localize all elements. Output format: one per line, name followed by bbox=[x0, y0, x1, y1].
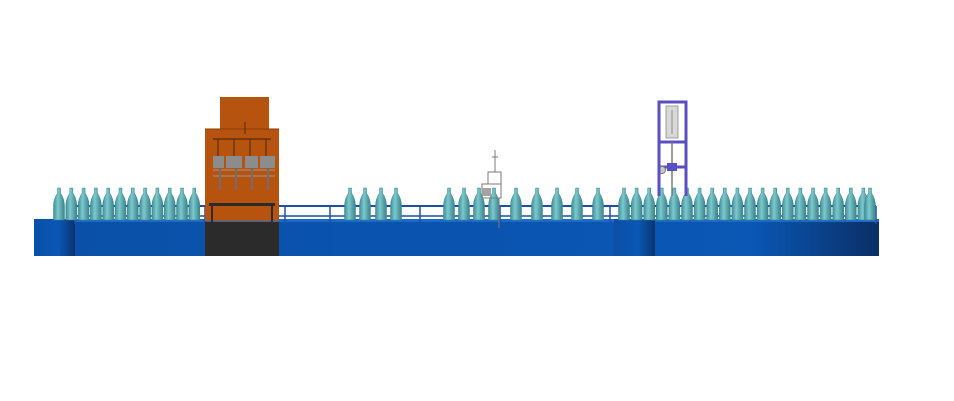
bottle bbox=[769, 187, 781, 221]
bottle bbox=[782, 187, 794, 221]
bottle bbox=[344, 187, 356, 221]
bottle bbox=[681, 187, 693, 221]
bottle bbox=[390, 187, 402, 221]
bottle bbox=[618, 187, 630, 221]
conveyor-belt bbox=[34, 219, 879, 256]
bottle bbox=[188, 187, 201, 221]
filler-valves bbox=[213, 139, 275, 190]
bottle bbox=[163, 187, 176, 221]
bottle bbox=[458, 187, 470, 221]
bottle bbox=[114, 187, 127, 221]
filling-machine bbox=[205, 97, 279, 256]
bottle bbox=[139, 187, 151, 221]
bottle bbox=[592, 187, 604, 221]
bottle bbox=[176, 187, 188, 221]
bottle bbox=[90, 187, 102, 221]
bottle bbox=[807, 187, 819, 221]
bottle bbox=[571, 187, 583, 221]
bottle bbox=[531, 187, 543, 221]
conveyor-top-edge bbox=[34, 219, 879, 222]
inspection-sensor bbox=[481, 150, 502, 228]
bottle bbox=[668, 187, 681, 221]
bottle bbox=[443, 187, 455, 221]
bottle bbox=[65, 187, 78, 221]
bottle bbox=[794, 187, 807, 221]
bottle bbox=[510, 187, 522, 221]
left-roller bbox=[34, 219, 75, 256]
capping-machine bbox=[657, 100, 688, 196]
bottle bbox=[731, 187, 744, 221]
bottle bbox=[719, 187, 731, 221]
bottle bbox=[864, 187, 876, 221]
bottle bbox=[706, 187, 718, 221]
bottle bbox=[551, 187, 563, 221]
bottle bbox=[819, 187, 832, 221]
bottle bbox=[102, 187, 114, 221]
bottle bbox=[77, 187, 90, 221]
bottle bbox=[756, 187, 769, 221]
bottle bbox=[127, 187, 139, 221]
bottle bbox=[151, 187, 164, 221]
bottle bbox=[845, 187, 857, 221]
bottle-row bbox=[53, 187, 876, 221]
bottle bbox=[375, 187, 387, 221]
bottle bbox=[832, 187, 844, 221]
bottle bbox=[643, 187, 655, 221]
bottle bbox=[630, 187, 643, 221]
filler-base bbox=[205, 222, 279, 256]
middle-roller bbox=[614, 219, 655, 256]
bottle bbox=[693, 187, 706, 221]
bottle bbox=[744, 187, 756, 221]
conveyor bbox=[34, 219, 879, 256]
bottle bbox=[359, 187, 371, 221]
bottle bbox=[53, 187, 65, 221]
